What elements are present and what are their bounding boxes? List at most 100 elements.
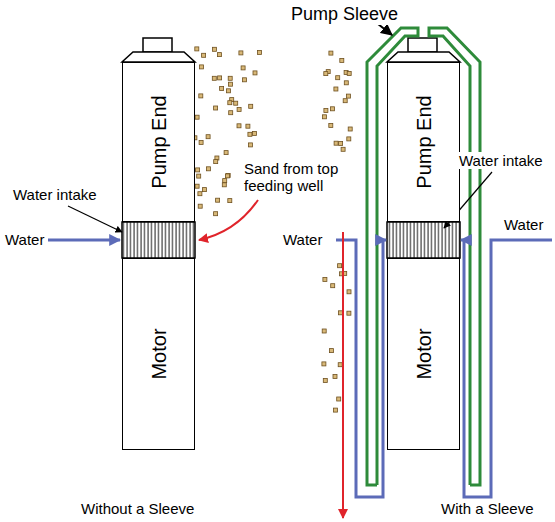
intake-screen <box>122 222 195 258</box>
sand-grain <box>195 115 199 119</box>
sand-grain <box>337 397 341 401</box>
sand-grain <box>338 311 342 315</box>
sand-grain <box>323 379 327 383</box>
sand-grain <box>229 111 233 115</box>
sand-grain <box>329 349 333 353</box>
sand-grain <box>324 109 328 113</box>
callout-label: Pump Sleeve <box>290 4 399 25</box>
sand-grain <box>243 78 247 82</box>
caption-label: With a Sleeve <box>440 500 535 517</box>
callout-label: Water intake <box>12 186 98 203</box>
sand-grain <box>252 131 256 135</box>
sand-grain <box>220 87 224 91</box>
intake-screen <box>387 222 460 258</box>
sand-grain <box>334 87 338 91</box>
pump-cap <box>143 38 172 52</box>
sand-grain <box>200 65 204 69</box>
sand-grain <box>331 107 335 111</box>
sand-grain <box>214 160 218 164</box>
sand-grain <box>199 140 203 144</box>
flow-label: Water <box>4 231 45 248</box>
sand-grain <box>206 167 210 171</box>
sand-grain <box>333 375 337 379</box>
sand-grain <box>323 277 327 281</box>
sand-grain <box>329 51 333 55</box>
callout-label: Sand from top feeding well <box>243 160 357 195</box>
pump-cap <box>408 38 437 52</box>
leader-arrow <box>378 24 392 35</box>
sand-grain <box>341 147 345 151</box>
sand-grain <box>224 151 228 155</box>
sand-grain <box>239 51 243 55</box>
part-label: Pump End <box>149 95 169 188</box>
sand-grain <box>329 123 333 127</box>
sand-grain <box>339 141 343 145</box>
part-label: Pump End <box>414 95 434 188</box>
sand-grain <box>343 99 347 103</box>
sand-grain <box>229 82 233 86</box>
sand-grain <box>237 107 241 111</box>
sand-grain <box>218 76 222 80</box>
sand-flow-arrow <box>199 200 258 240</box>
sand-grain <box>249 104 253 108</box>
sand-grain <box>214 106 218 110</box>
sand-grain <box>237 124 241 128</box>
sand-grain <box>241 66 245 70</box>
sand-grain <box>340 58 344 62</box>
flow-label: Water <box>503 216 544 233</box>
sand-grain <box>202 53 206 57</box>
sand-grain <box>212 47 216 51</box>
sand-grain <box>225 174 229 178</box>
sand-grain <box>216 198 220 202</box>
pump-end-body: Pump End <box>387 62 460 222</box>
pump-shoulder <box>122 52 195 62</box>
sand-grain <box>334 408 338 412</box>
sand-grain <box>197 174 201 178</box>
flow-label: Water <box>282 231 323 248</box>
sand-grain <box>253 71 257 75</box>
sand-grain <box>347 137 351 141</box>
water-flow <box>48 239 120 242</box>
sand-grain <box>347 72 351 76</box>
sand-grain <box>217 53 221 57</box>
part-label: Motor <box>414 328 434 379</box>
sand-grain <box>214 212 218 216</box>
sand-particles <box>184 47 352 412</box>
sand-grain <box>228 199 232 203</box>
pump-shoulder <box>387 52 460 62</box>
pump-end-body: Pump End <box>122 62 195 222</box>
sand-grain <box>226 174 230 178</box>
sand-grain <box>347 290 351 294</box>
sand-grain <box>324 72 328 76</box>
sand-grain <box>338 363 342 367</box>
sand-grain <box>334 141 338 145</box>
motor-body: Motor <box>387 258 460 450</box>
leader-arrow <box>68 206 122 232</box>
sand-grain <box>234 101 238 105</box>
motor-body: Motor <box>122 258 195 450</box>
sand-grain <box>199 94 203 98</box>
sand-grain <box>212 76 216 80</box>
sand-grain <box>322 329 326 333</box>
sand-grain <box>248 132 252 136</box>
sand-grain <box>198 192 202 196</box>
sand-grain <box>228 101 232 105</box>
sand-grain <box>347 311 351 315</box>
sand-grain <box>198 204 202 208</box>
sand-grain <box>346 94 350 98</box>
sand-grain <box>248 143 252 147</box>
sand-grain <box>322 362 326 366</box>
sand-grain <box>195 47 199 51</box>
sand-grain <box>196 168 200 172</box>
part-label: Motor <box>149 328 169 379</box>
sand-grain <box>258 50 262 54</box>
sand-grain <box>202 188 206 192</box>
sand-grain <box>206 135 210 139</box>
sand-grain <box>338 264 342 268</box>
sand-grain <box>228 76 232 80</box>
sand-grain <box>195 184 199 188</box>
water-flow <box>461 240 552 497</box>
sand-grain <box>227 89 231 93</box>
sand-grain <box>344 81 348 85</box>
